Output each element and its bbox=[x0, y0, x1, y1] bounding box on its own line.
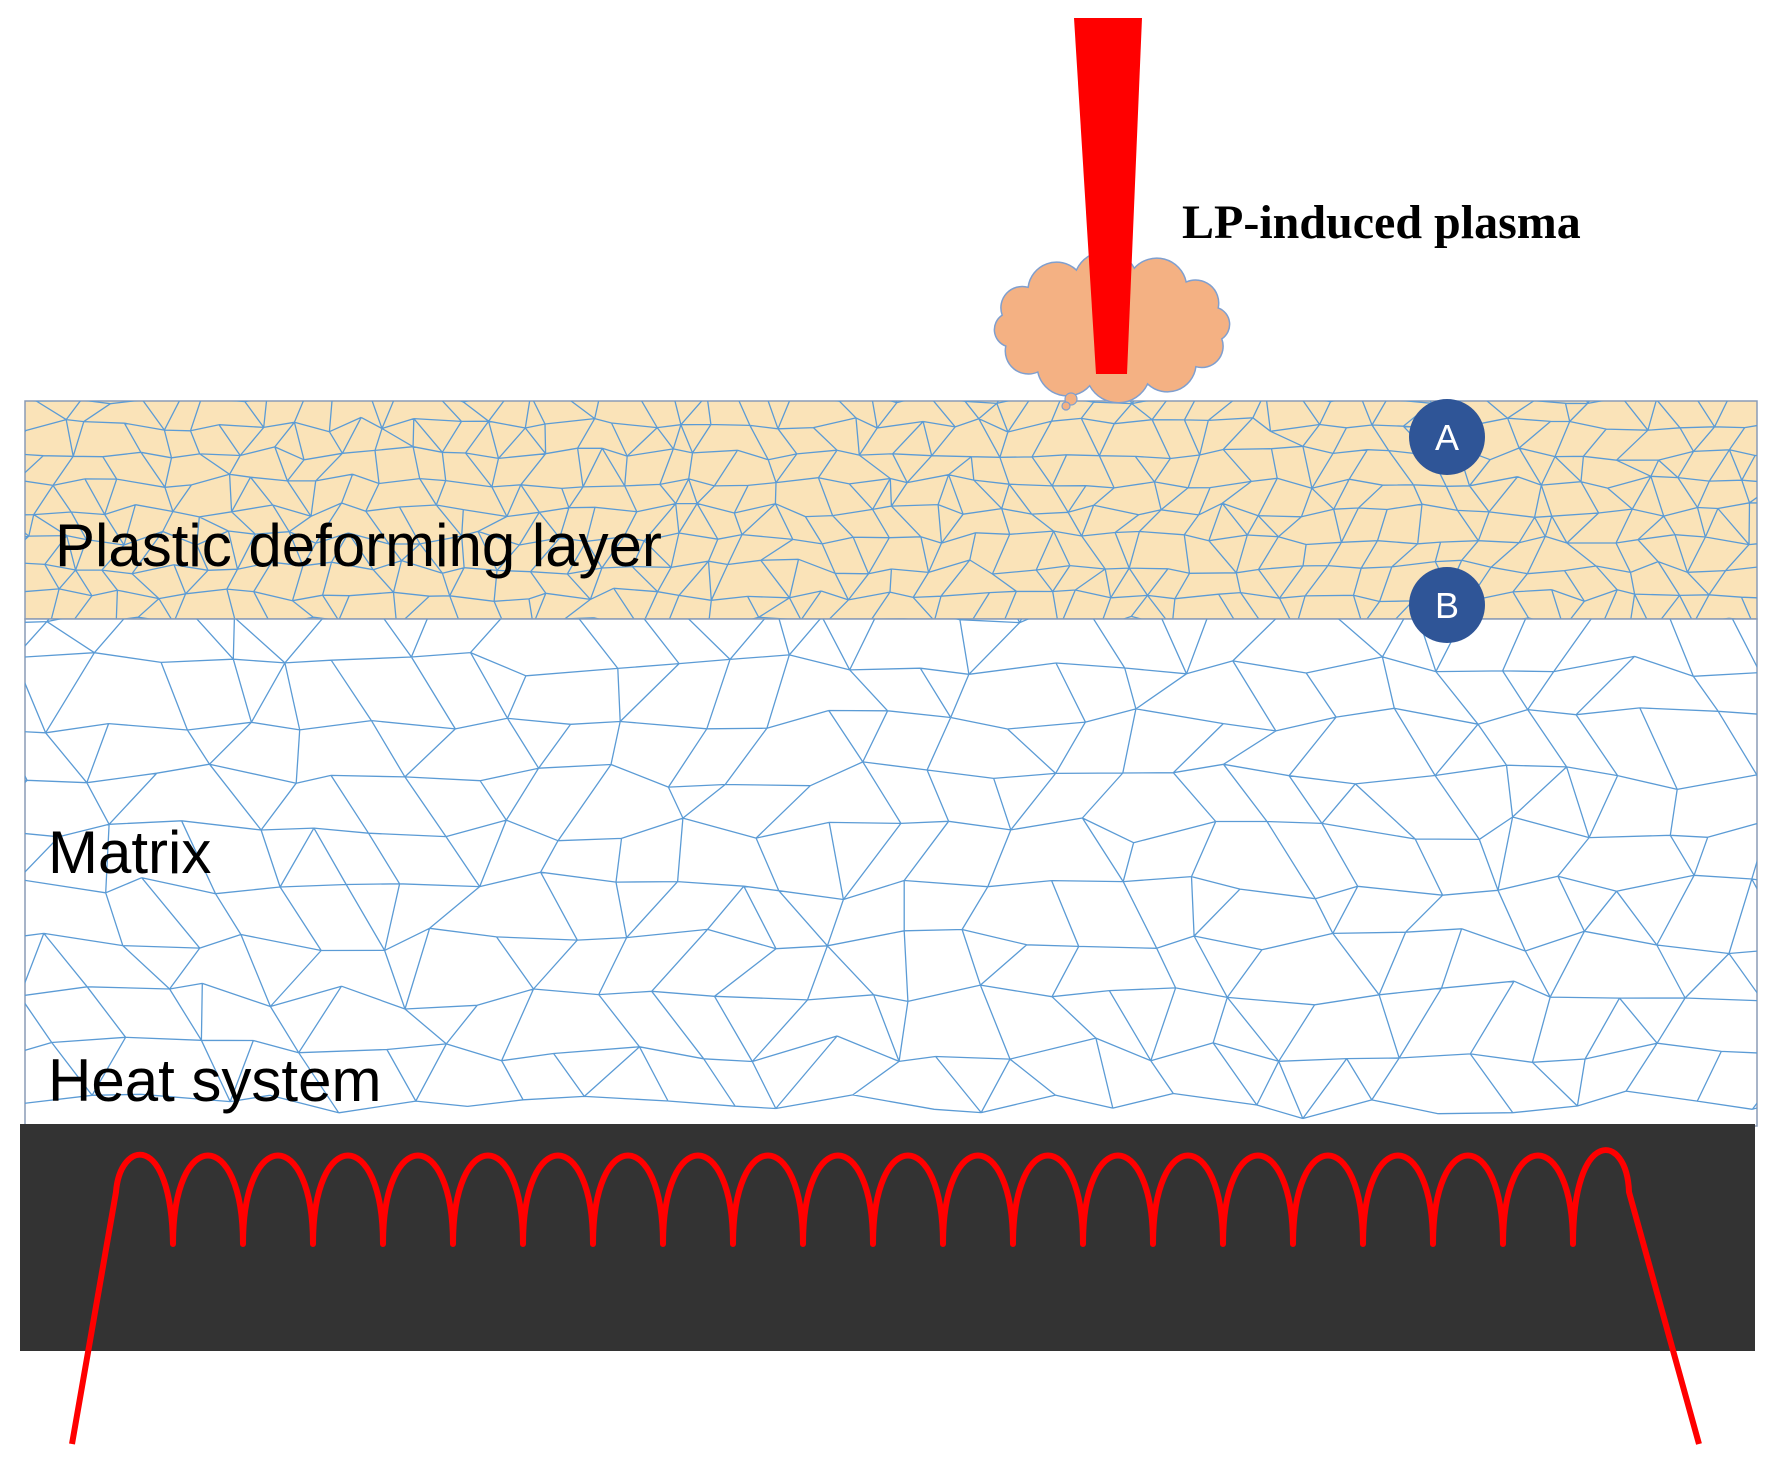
heat-system-plate bbox=[20, 1124, 1755, 1351]
plasma-bubble-small bbox=[1061, 401, 1071, 411]
plastic-layer-grain-boundaries bbox=[25, 401, 1757, 619]
heat-system-label: Heat system bbox=[48, 1047, 381, 1114]
marker-b: B bbox=[1409, 567, 1485, 643]
marker-a-label: A bbox=[1435, 417, 1459, 458]
heating-coil bbox=[69, 1147, 1702, 1445]
plasma-label: LP-induced plasma bbox=[1182, 196, 1581, 249]
matrix-grain-boundaries bbox=[25, 619, 1757, 1120]
plastic-layer-label: Plastic deforming layer bbox=[55, 512, 662, 579]
matrix-label: Matrix bbox=[48, 819, 211, 886]
laser-beam bbox=[1074, 18, 1142, 374]
marker-b-label: B bbox=[1435, 585, 1459, 626]
marker-a: A bbox=[1409, 399, 1485, 475]
